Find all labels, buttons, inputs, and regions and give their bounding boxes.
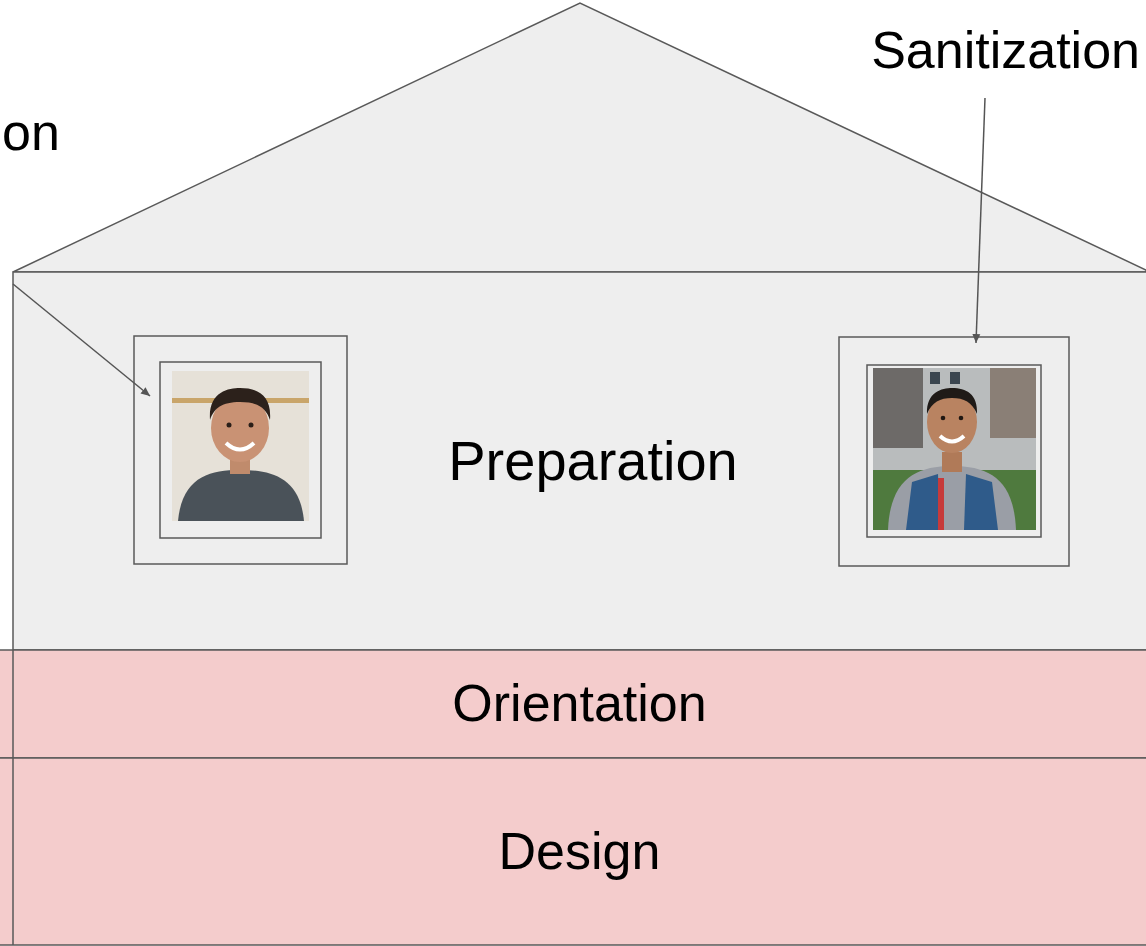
portrait-photo (873, 368, 1036, 530)
callout-label: Sanitization (871, 22, 1140, 79)
design-band (0, 758, 1146, 945)
band: Design (13, 758, 1146, 945)
roof (13, 3, 1146, 272)
node-text: Design (499, 823, 661, 880)
leader-line (13, 284, 150, 396)
house-wall-line (12, 650, 14, 945)
window-frame (839, 337, 1069, 566)
house-region: Preparation (347, 272, 839, 650)
orientation-band (0, 650, 1146, 758)
portrait-photo (172, 371, 309, 521)
band: Orientation (13, 650, 1146, 758)
leader-line (976, 98, 985, 343)
window-frame (160, 362, 321, 538)
node-text: Orientation (452, 675, 706, 732)
node-text: Preparation (448, 430, 738, 492)
cut-off-label: on (2, 104, 60, 161)
window-frame (867, 365, 1041, 537)
window-frame (134, 336, 347, 564)
